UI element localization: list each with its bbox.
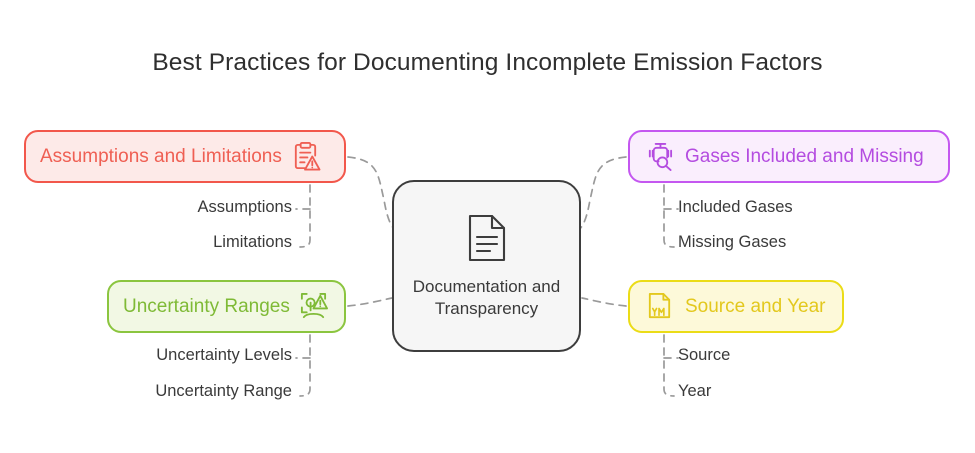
page-title: Best Practices for Documenting Incomplet… [152,49,823,76]
sub-label-limitations: Limitations [213,233,292,251]
sub-label-assumptions: Assumptions [197,198,292,216]
sub-label-year: Year [678,382,712,400]
edge-uncertainty-children [299,334,311,397]
sub-label-included-gases: Included Gases [678,198,793,216]
sub-label-missing-gases: Missing Gases [678,233,787,251]
sub-label-uncertainty-levels: Uncertainty Levels [156,346,292,364]
edge-uncertainty-center [347,297,393,307]
branch-node-gases[interactable]: Gases Included and Missing [628,130,950,183]
edge-gases-children [663,184,675,248]
gas-tank-search-icon [644,141,675,172]
edge-source-children [663,334,675,397]
branch-node-assumptions[interactable]: Assumptions and Limitations [24,130,346,183]
clipboard-warning-icon [290,141,321,172]
branch-label-source: Source and Year [685,295,826,317]
sub-label-uncertainty-range: Uncertainty Range [155,382,292,400]
branch-node-uncertainty[interactable]: Uncertainty Ranges [107,280,346,333]
branch-label-gases: Gases Included and Missing [685,145,924,167]
sub-label-source: Source [678,346,731,364]
branch-label-assumptions: Assumptions and Limitations [40,145,282,167]
center-node[interactable]: Documentation and Transparency [392,180,581,352]
document-icon [466,213,508,268]
branch-node-source[interactable]: Source and Year [628,280,844,333]
edge-source-center [581,297,627,307]
edge-assumptions-children [299,184,311,248]
document-ym-icon [644,291,675,322]
scan-warning-icon [298,291,329,322]
branch-label-uncertainty: Uncertainty Ranges [123,295,290,317]
center-node-label: Documentation and Transparency [412,276,561,318]
